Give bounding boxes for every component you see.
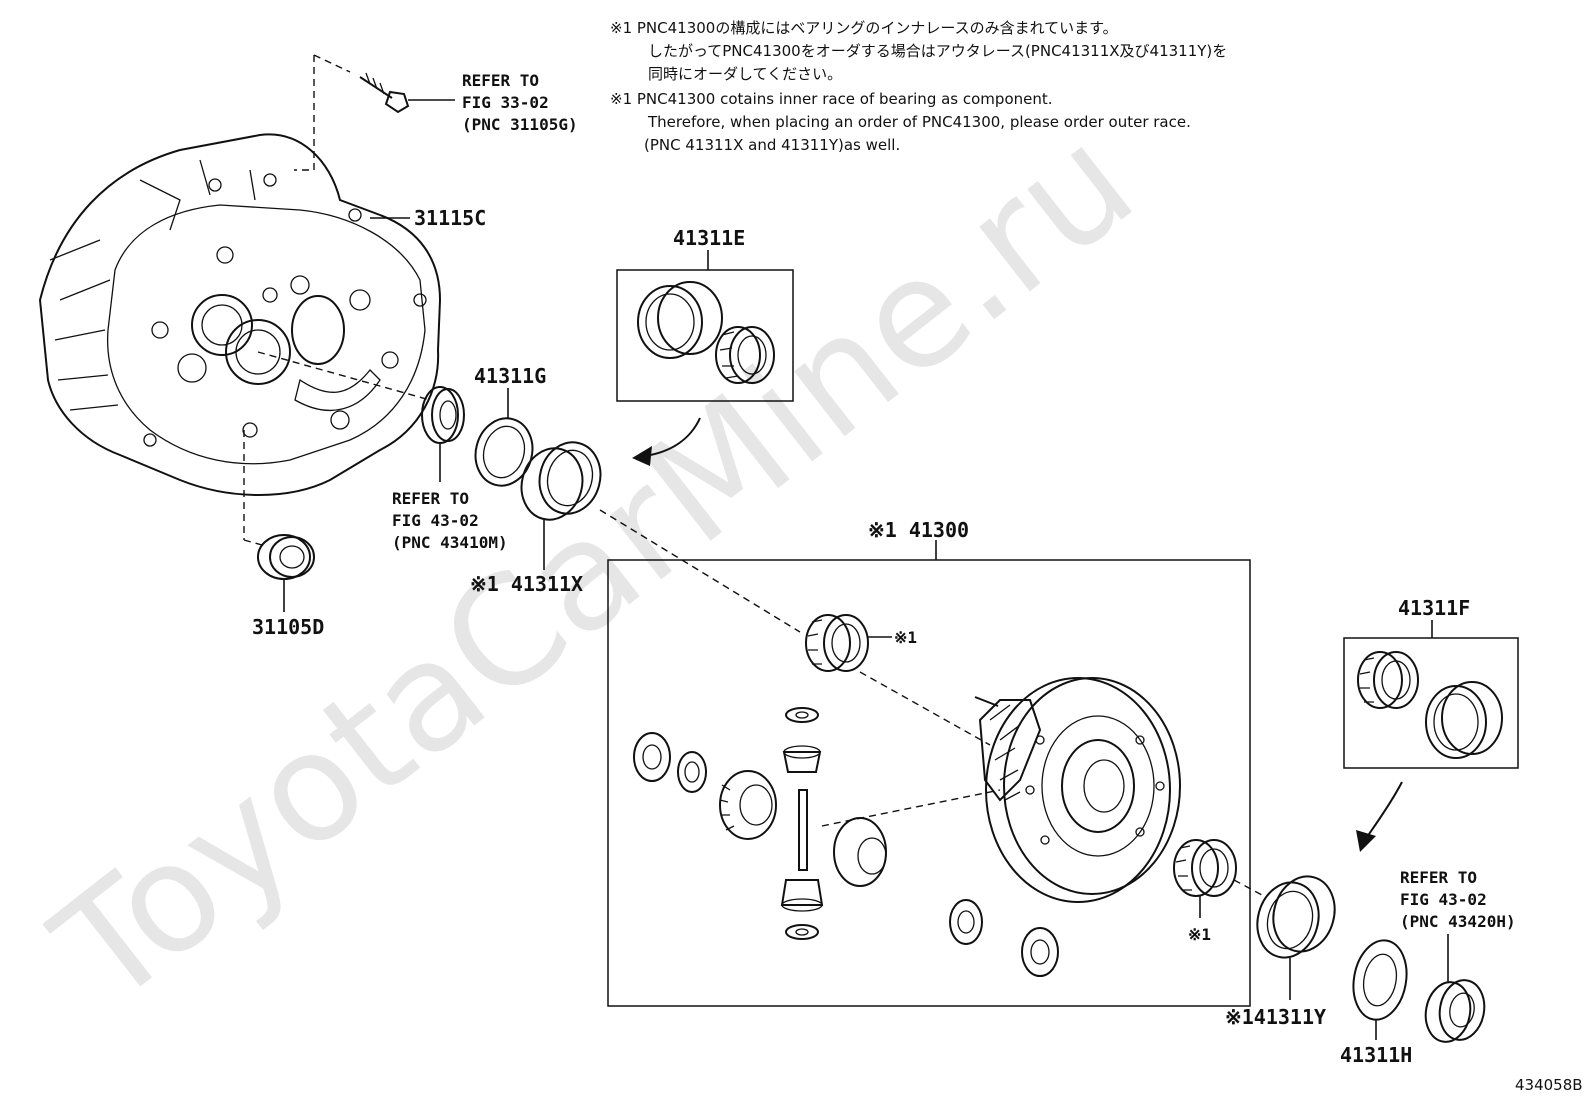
mark-inner-top: ※1 <box>894 628 917 647</box>
note-en-line1: ※1 PNC41300 cotains inner race of bearin… <box>610 90 1053 108</box>
pinion-shaft-part <box>798 789 808 871</box>
label-41311F: 41311F <box>1398 596 1470 620</box>
label-41300: ※1 41300 <box>868 518 969 542</box>
transmission-case-part <box>38 133 442 496</box>
diff-assy-41300-box <box>607 559 1251 1007</box>
side-gear-left-part <box>719 770 777 840</box>
svg-text:(PNC 31105G): (PNC 31105G) <box>462 115 578 134</box>
pinion-gear-bottom-part <box>780 879 824 940</box>
shim-41311H-part <box>1352 939 1408 1040</box>
watermark: ToyotaCarMine.ru <box>24 94 1165 1038</box>
note-jp-line2: したがってPNC41300をオーダする場合はアウタレース(PNC41311X及び… <box>648 42 1227 60</box>
diff-case-part <box>974 677 1181 903</box>
note-jp-line3: 同時にオーダしてください。 <box>648 65 842 83</box>
side-gear-right-part <box>833 817 887 887</box>
arrow-41311F <box>1364 781 1403 841</box>
svg-text:REFER TO: REFER TO <box>392 489 469 508</box>
oil-seal-right-part <box>1424 934 1486 1043</box>
bearing-31105D-part <box>257 534 315 612</box>
outer-race-41311Y-part <box>1256 875 1336 1000</box>
oil-seal-left-part <box>421 386 465 482</box>
svg-text:(PNC 43410M): (PNC 43410M) <box>392 533 508 552</box>
axle-line-left <box>257 351 431 401</box>
note-jp-line1: ※1 PNC41300の構成にはベアリングのインナレースのみ含まれています。 <box>610 19 1118 37</box>
washer-left-part <box>677 751 707 793</box>
outer-race-41311X-part <box>520 441 602 570</box>
label-41311Y: ※141311Y <box>1225 1005 1326 1029</box>
label-41311H: 41311H <box>1340 1043 1412 1067</box>
mark-inner-bottom: ※1 <box>1188 925 1211 944</box>
thrust-washer-right-part <box>1021 927 1059 977</box>
figure-code: 434058B <box>1515 1076 1583 1094</box>
svg-text:FIG 43-02: FIG 43-02 <box>1400 890 1487 909</box>
label-41311E: 41311E <box>673 226 745 250</box>
inner-race-bottom-part <box>1173 839 1237 918</box>
thrust-washer-left-part <box>633 732 671 782</box>
ref-bolt: REFER TO FIG 33-02 (PNC 31105G) <box>462 71 578 134</box>
label-41311X: ※1 41311X <box>470 572 583 596</box>
ref-seal-left: REFER TO FIG 43-02 (PNC 43410M) <box>392 489 508 552</box>
pinion-gear-top-part <box>782 707 822 773</box>
label-31115C: 31115C <box>414 206 486 230</box>
label-41311G: 41311G <box>474 364 546 388</box>
kit-41311F-box <box>1343 637 1519 769</box>
note-en-line2: Therefore, when placing an order of PNC4… <box>647 113 1191 131</box>
svg-text:(PNC 43420H): (PNC 43420H) <box>1400 912 1516 931</box>
washer-right-part <box>949 899 983 945</box>
note-en-line3: (PNC 41311X and 41311Y)as well. <box>644 136 900 154</box>
svg-text:FIG 33-02: FIG 33-02 <box>462 93 549 112</box>
bolt-part <box>359 72 455 114</box>
svg-text:REFER TO: REFER TO <box>1400 868 1477 887</box>
kit-41311E-box <box>616 269 794 402</box>
arrow-41311E <box>644 417 701 457</box>
bolt-guide-line <box>294 55 315 171</box>
inner-race-top-part <box>805 614 892 672</box>
axle-line-mid <box>599 509 801 633</box>
ref-seal-right: REFER TO FIG 43-02 (PNC 43420H) <box>1400 868 1516 931</box>
svg-text:FIG 43-02: FIG 43-02 <box>392 511 479 530</box>
kit-41311E-parts <box>637 281 775 384</box>
axle-line-diff <box>859 671 991 746</box>
notes-block: ※1 PNC41300の構成にはベアリングのインナレースのみ含まれています。 し… <box>610 19 1227 154</box>
shim-41311G-part <box>474 388 534 487</box>
svg-text:REFER TO: REFER TO <box>462 71 539 90</box>
label-31105D: 31105D <box>252 615 324 639</box>
kit-41311F-parts <box>1357 651 1503 759</box>
